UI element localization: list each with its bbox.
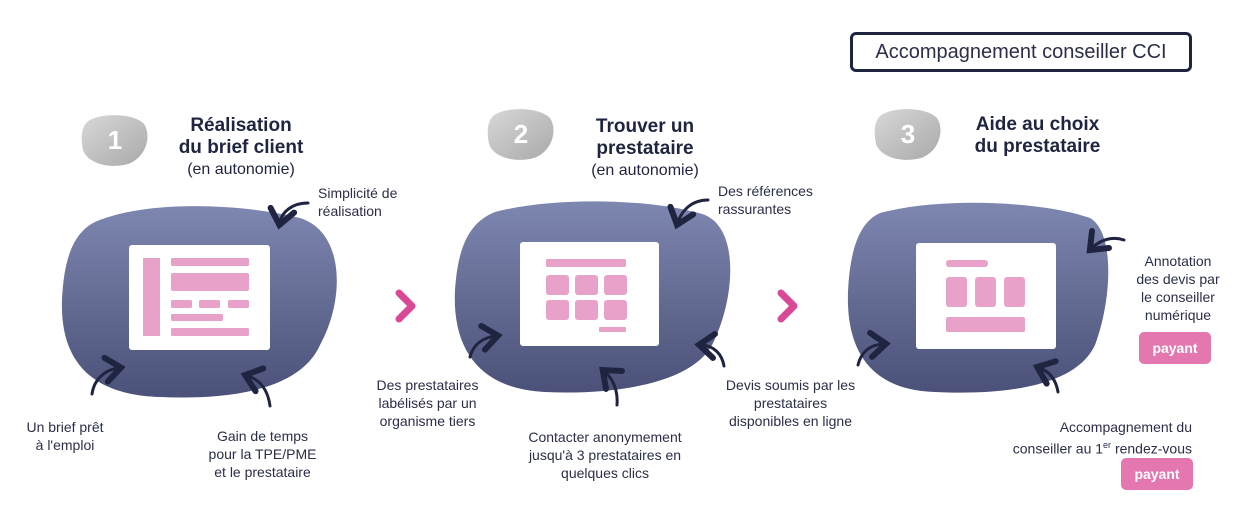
step1-title-line2: du brief client [178,137,304,158]
note-line: numérique [1144,307,1212,323]
note-line: quelques clics [561,465,649,481]
step3-screen-mockup-icon [916,243,1056,349]
note-line: Simplicité de [318,185,398,201]
note-line: à l'emploi [35,437,95,453]
badge-label: payant [1152,340,1198,356]
step1-screen-mockup-icon [129,245,270,350]
step1-note-simplicity: Simplicité de réalisation [318,184,428,220]
payant-badge-2: payant [1121,458,1193,490]
curved-arrow-icon-s1-bottom-right [240,365,272,408]
step1-note-time: Gain de temps pour la TPE/PME et le pres… [195,427,330,481]
step1-title-line1: Réalisation [190,115,292,136]
note-line: rendez-vous [1111,440,1192,457]
step3-note-accompaniment: Accompagnement du conseiller au 1er rend… [985,418,1192,458]
curved-arrow-icon-s3-left [856,329,891,367]
step1-subtitle: (en autonomie) [187,161,295,178]
badge-label: payant [1134,466,1180,482]
step3-title-line1: Aide au choix [975,114,1100,135]
step2-subtitle: (en autonomie) [591,162,699,179]
note-line: Des prestataires [376,377,479,393]
step2-title: Trouver un prestataire (en autonomie) [560,116,730,182]
chevron-right-icon-2 [777,289,798,323]
payant-badge-1: payant [1139,332,1211,364]
note-line: Gain de temps [216,428,309,444]
note-line: et le prestataire [214,464,311,480]
step2-note-contact: Contacter anonymement jusqu'à 3 prestata… [510,428,700,482]
curved-arrow-icon-s2-left [468,322,503,359]
superscript: er [1103,440,1112,450]
step3-title: Aide au choix du prestataire [950,114,1125,158]
note-line: jusqu'à 3 prestataires en [528,447,682,463]
note-line: Des références [718,183,813,199]
step2-note-labelled: Des prestataires labélisés par un organi… [360,376,495,430]
step2-note-references: Des références rassurantes [718,182,838,218]
step3-number: 3 [900,118,916,149]
step1-note-brief: Un brief prêt à l'emploi [15,418,115,454]
note-line: Accompagnement du [1059,419,1192,435]
curved-arrow-icon-s1-bottom-left [90,354,126,396]
curved-arrow-icon-s2-top [667,198,710,230]
note-line: Un brief prêt [26,419,104,435]
step2-title-line2: prestataire [596,138,694,159]
note-line: conseiller au 1 [1012,440,1104,457]
note-line: pour la TPE/PME [208,446,317,462]
cci-box-label: Accompagnement conseiller CCI [875,40,1167,63]
step3-note-annotation: Annotation des devis par le conseiller n… [1128,252,1228,324]
step1-number-blob-icon: 1 [80,112,150,168]
note-line: rassurantes [718,201,792,217]
note-line: réalisation [318,203,382,219]
note-line: Devis soumis par les [725,377,856,393]
curved-arrow-icon-s3-right [1086,228,1126,254]
note-line: labélisés par un [378,395,477,411]
note-line: Annotation [1144,253,1212,269]
step2-screen-mockup-icon [520,242,659,346]
curved-arrow-icon-s2-right [694,331,726,368]
note-line: des devis par [1136,271,1220,287]
step1-number: 1 [107,124,123,155]
note-line: prestataires [753,395,828,411]
step2-number-blob-icon: 2 [486,106,556,162]
note-line: le conseiller [1141,289,1215,305]
curved-arrow-icon-s3-bottom [1032,358,1060,394]
step2-number: 2 [513,118,529,149]
note-line: disponibles en ligne [729,413,852,429]
step2-note-quotes: Devis soumis par les prestataires dispon… [713,376,868,430]
step2-title-line1: Trouver un [595,116,695,137]
curved-arrow-icon-s2-bottom [599,366,625,407]
cci-accompaniment-box: Accompagnement conseiller CCI [850,32,1192,72]
chevron-right-icon-1 [395,289,416,323]
curved-arrow-icon-s1-top [267,201,310,230]
note-line: Contacter anonymement [528,429,682,445]
step3-number-blob-icon: 3 [873,106,943,162]
note-line: organisme tiers [379,413,476,429]
step3-title-line2: du prestataire [974,136,1101,157]
step1-title: Réalisation du brief client (en autonomi… [156,115,326,181]
